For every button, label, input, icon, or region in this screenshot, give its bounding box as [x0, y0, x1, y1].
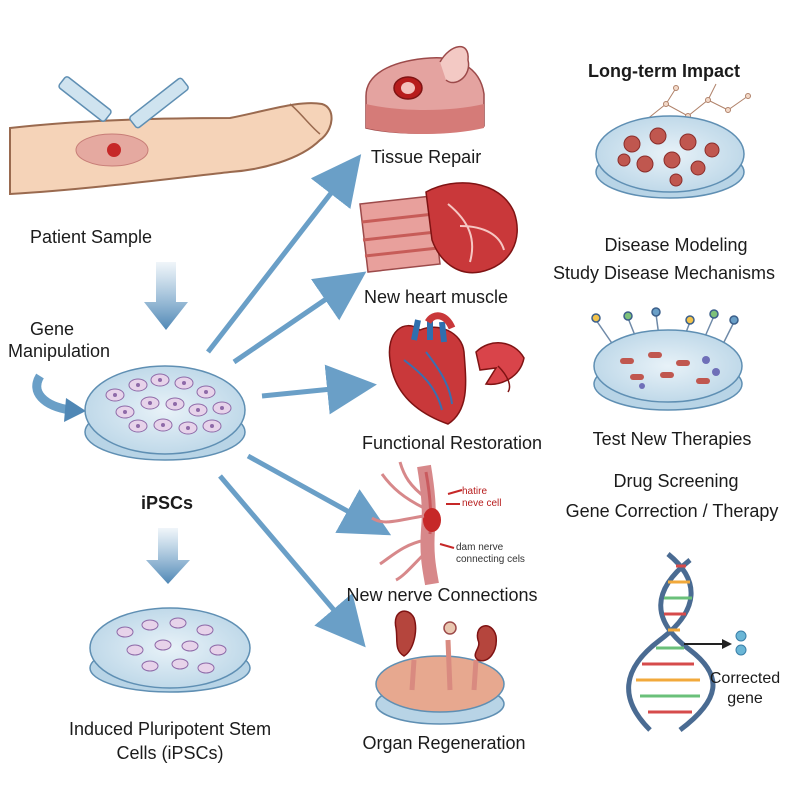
petri-dish-cells [84, 365, 246, 461]
down-arrow-2 [146, 528, 190, 584]
heart-illustration [388, 312, 525, 425]
gene-manipulation-arrow [32, 373, 71, 415]
gene-label: Gene [30, 319, 75, 339]
petri-dish-ipscs [89, 607, 251, 693]
drug-screening-label: Drug Screening [613, 471, 739, 491]
nerve-annotation-1b: neve cell [462, 498, 502, 509]
long-term-impact-title: Long-term Impact [587, 61, 741, 81]
disease-modeling-dish [595, 83, 751, 199]
nerve-annotation-1a: hatire [462, 486, 488, 497]
tissue-repair-illustration [365, 46, 485, 134]
heart-muscle-label: New heart muscle [363, 287, 509, 307]
gene-correction-label: Gene Correction / Therapy [565, 501, 779, 521]
down-arrow-1 [144, 262, 188, 330]
arrow-to-nerve [246, 453, 392, 536]
arrow-to-tissue-repair [206, 154, 362, 354]
corrected-label-line2: gene [727, 690, 763, 707]
organ-regeneration-label: Organ Regeneration [362, 733, 526, 753]
outcome-arrows [206, 154, 392, 648]
manipulation-label: Manipulation [8, 341, 111, 361]
arrow-to-organ [218, 474, 366, 648]
functional-restoration-label: Functional Restoration [361, 433, 543, 453]
drug-screening-dish [591, 307, 743, 411]
patient-arm-illustration [9, 76, 333, 196]
patient-sample-label: Patient Sample [30, 227, 153, 247]
induced-label-line2: Cells (iPSCs) [116, 743, 224, 763]
heart-muscle-illustration [359, 182, 518, 274]
dna-helix-illustration [626, 552, 747, 732]
arrow-to-functional [261, 364, 377, 415]
nerve-annotation-2a: dam nerve [456, 542, 504, 553]
disease-modeling-label: Disease Modeling [604, 235, 748, 255]
organ-regeneration-illustration [375, 610, 505, 725]
nerve-annotation-2b: connecting cels [456, 554, 525, 565]
tissue-repair-label: Tissue Repair [370, 147, 482, 167]
arrow-to-heart-muscle [232, 271, 367, 365]
test-therapies-label: Test New Therapies [592, 429, 752, 449]
induced-label-line1: Induced Pluripotent Stem [68, 719, 272, 739]
ipscs-label: iPSCs [141, 493, 194, 513]
nerve-illustration [371, 461, 463, 586]
corrected-label-line1: Corrected [709, 670, 781, 687]
study-disease-label: Study Disease Mechanisms [552, 263, 776, 283]
nerve-connections-label: New nerve Connections [346, 585, 538, 605]
